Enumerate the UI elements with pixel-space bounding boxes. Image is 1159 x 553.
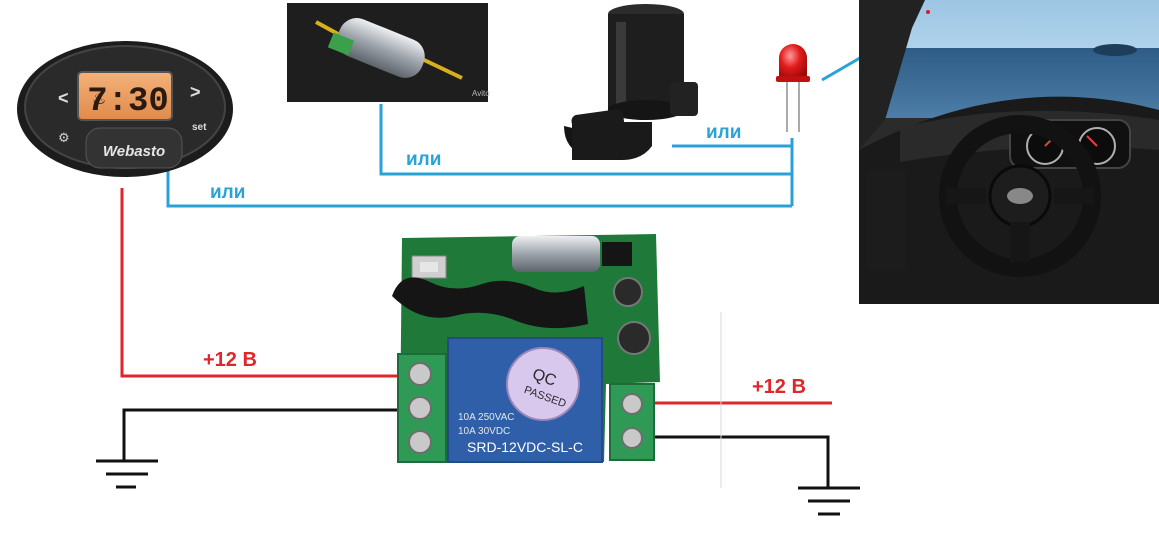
relay-model: SRD-12VDC-SL-C — [467, 439, 583, 455]
wire-ground-left — [122, 408, 398, 461]
led-icon — [776, 44, 810, 132]
water-pump-icon — [564, 4, 698, 160]
timer-lock-icon: ⚙ — [58, 130, 70, 145]
relay-rating-1: 10A 250VAC — [458, 412, 515, 423]
label-or-timer: или — [210, 182, 245, 203]
fuel-pump-watermark: Avito — [472, 89, 490, 98]
timer-brand-logo: Webasto — [103, 143, 165, 160]
label-or-fuel-pump: или — [406, 149, 441, 170]
label-plus12-left: +12 В — [203, 349, 257, 371]
positive-wires — [120, 188, 832, 405]
wire-ground-right — [652, 435, 830, 488]
label-plus12-right: +12 В — [752, 376, 806, 398]
label-or-water-pump: или — [706, 122, 741, 143]
dashboard-led-spot — [926, 10, 930, 14]
ground-symbol-icon — [798, 486, 860, 516]
wire-fuel-pump — [379, 104, 792, 176]
timer-time: 7:30 — [87, 83, 169, 121]
wire-plus12-left — [120, 188, 398, 378]
timer-flame-icon: ♨ — [92, 91, 106, 108]
relay-rating-2: 10A 30VDC — [458, 426, 510, 437]
ground-symbol-icon — [96, 459, 158, 489]
wire-timer — [166, 170, 792, 208]
fuel-pump-icon: Avito — [287, 3, 490, 102]
car-dashboard-photo — [859, 0, 1159, 305]
timer-right-button[interactable]: > — [190, 82, 201, 102]
ground-wires — [122, 408, 830, 488]
timer-left-button[interactable]: < — [58, 88, 69, 108]
relay-module-icon: QC PASSED 10A 250VAC 10A 30VDC SRD-12VDC… — [392, 234, 660, 463]
timer-set-label[interactable]: set — [192, 122, 207, 133]
webasto-timer-icon: 7:30 ♨ < > set Webasto ⚙ — [17, 41, 233, 177]
